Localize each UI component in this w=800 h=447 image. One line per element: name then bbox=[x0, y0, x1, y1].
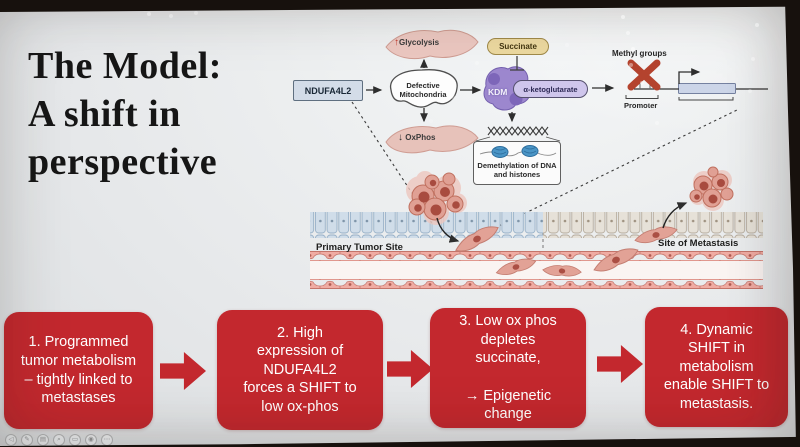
subtitles-icon[interactable]: ▭ bbox=[69, 434, 81, 446]
step-box-3: 3. Low ox phos depletes succinate, → Epi… bbox=[430, 308, 586, 428]
step-4-text: 4. Dynamic SHIFT in metabolism enable SH… bbox=[663, 321, 770, 412]
methyl-groups-label: Methyl groups bbox=[612, 49, 667, 58]
step-box-1: 1. Programmed tumor metabolism – tightly… bbox=[4, 312, 153, 429]
step-2-text: 2. High expression of NDUFA4L2 forces a … bbox=[243, 324, 357, 415]
title-line-1: The Model: bbox=[28, 45, 222, 87]
title-line-2: A shift in bbox=[28, 93, 181, 135]
glycolysis-text: Glycolysis bbox=[399, 38, 440, 47]
pen-tool-icon[interactable]: ✎ bbox=[21, 434, 33, 446]
zoom-tool-icon[interactable]: ⌕ bbox=[53, 434, 65, 446]
down-arrow-icon: ↓ bbox=[398, 132, 403, 143]
oxphos-text: OxPhos bbox=[405, 133, 436, 142]
step-box-2: 2. High expression of NDUFA4L2 forces a … bbox=[217, 310, 383, 430]
promoter-label: Promoter bbox=[624, 101, 658, 110]
step-box-4: 4. Dynamic SHIFT in metabolism enable SH… bbox=[645, 307, 788, 427]
site-of-metastasis-label: Site of Metastasis bbox=[658, 238, 739, 249]
succinate-node: Succinate bbox=[487, 38, 549, 55]
primary-tumor-site-label: Primary Tumor Site bbox=[316, 242, 403, 253]
step-3-text: 3. Low ox phos depletes succinate, → Epi… bbox=[459, 313, 557, 423]
slide-title: The Model: A shift in perspective bbox=[28, 42, 222, 186]
step-1-text: 1. Programmed tumor metabolism – tightly… bbox=[20, 334, 137, 407]
ndufa4l2-node: NDUFA4L2 bbox=[293, 80, 363, 101]
more-options-icon[interactable]: ⋯ bbox=[101, 434, 113, 446]
defective-mitochondria-label: Defective Mitochondria bbox=[399, 81, 447, 99]
oxphos-label: ↓ OxPhos bbox=[398, 132, 435, 143]
title-line-3: perspective bbox=[28, 141, 218, 183]
alpha-ketoglutarate-node: α-ketoglutarate bbox=[513, 80, 588, 98]
gene-body bbox=[678, 83, 736, 94]
see-all-slides-icon[interactable]: ▤ bbox=[37, 434, 49, 446]
glycolysis-label: ↑Glycolysis bbox=[394, 37, 439, 48]
demethylation-label: Demethylation of DNA and histones bbox=[477, 161, 557, 179]
presenter-toolbar: ◁ ✎ ▤ ⌕ ▭ ◉ ⋯ bbox=[5, 434, 113, 446]
camera-icon[interactable]: ◉ bbox=[85, 434, 97, 446]
kdm-label: KDM bbox=[488, 87, 508, 97]
previous-slide-icon[interactable]: ◁ bbox=[5, 434, 17, 446]
